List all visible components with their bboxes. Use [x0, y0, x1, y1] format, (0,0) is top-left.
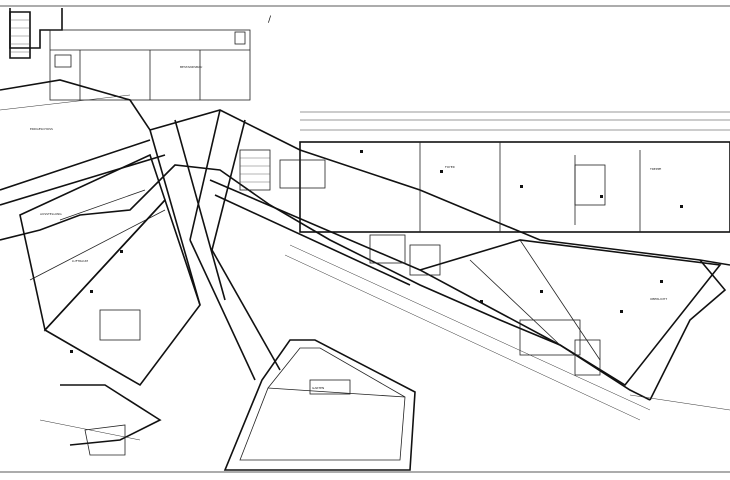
left-wing-rooms: AUSSTELLUNG LUFTRAUM [19, 153, 201, 456]
right-gallery: FOYER TREPPE [299, 111, 730, 233]
stair-left [9, 11, 31, 59]
plan-title-label: ERDGESCHOSS [30, 127, 53, 131]
garden-void: GARTEN [223, 339, 416, 471]
room-label-void: LUFTRAUM [72, 259, 88, 263]
existing-building-label: BESTANDSBAU [180, 65, 202, 69]
top-annotation-mark: / [268, 15, 272, 25]
central-stair-core [239, 149, 441, 276]
dimension-chains [0, 94, 730, 441]
room-label-skylight: OBERLICHT [650, 297, 667, 301]
zigzag-building-outline [0, 79, 730, 401]
room-label-foyer: FOYER [445, 165, 455, 169]
room-label-garden: GARTEN [312, 386, 324, 390]
corridor-axes [0, 109, 421, 381]
existing-building: BESTANDSBAU [9, 8, 251, 101]
room-label-stair: TREPPE [649, 167, 661, 171]
triangular-hall: OBERLICHT [417, 239, 722, 387]
column-markers [70, 150, 683, 353]
room-label-exhibition: AUSSTELLUNG [40, 212, 62, 216]
